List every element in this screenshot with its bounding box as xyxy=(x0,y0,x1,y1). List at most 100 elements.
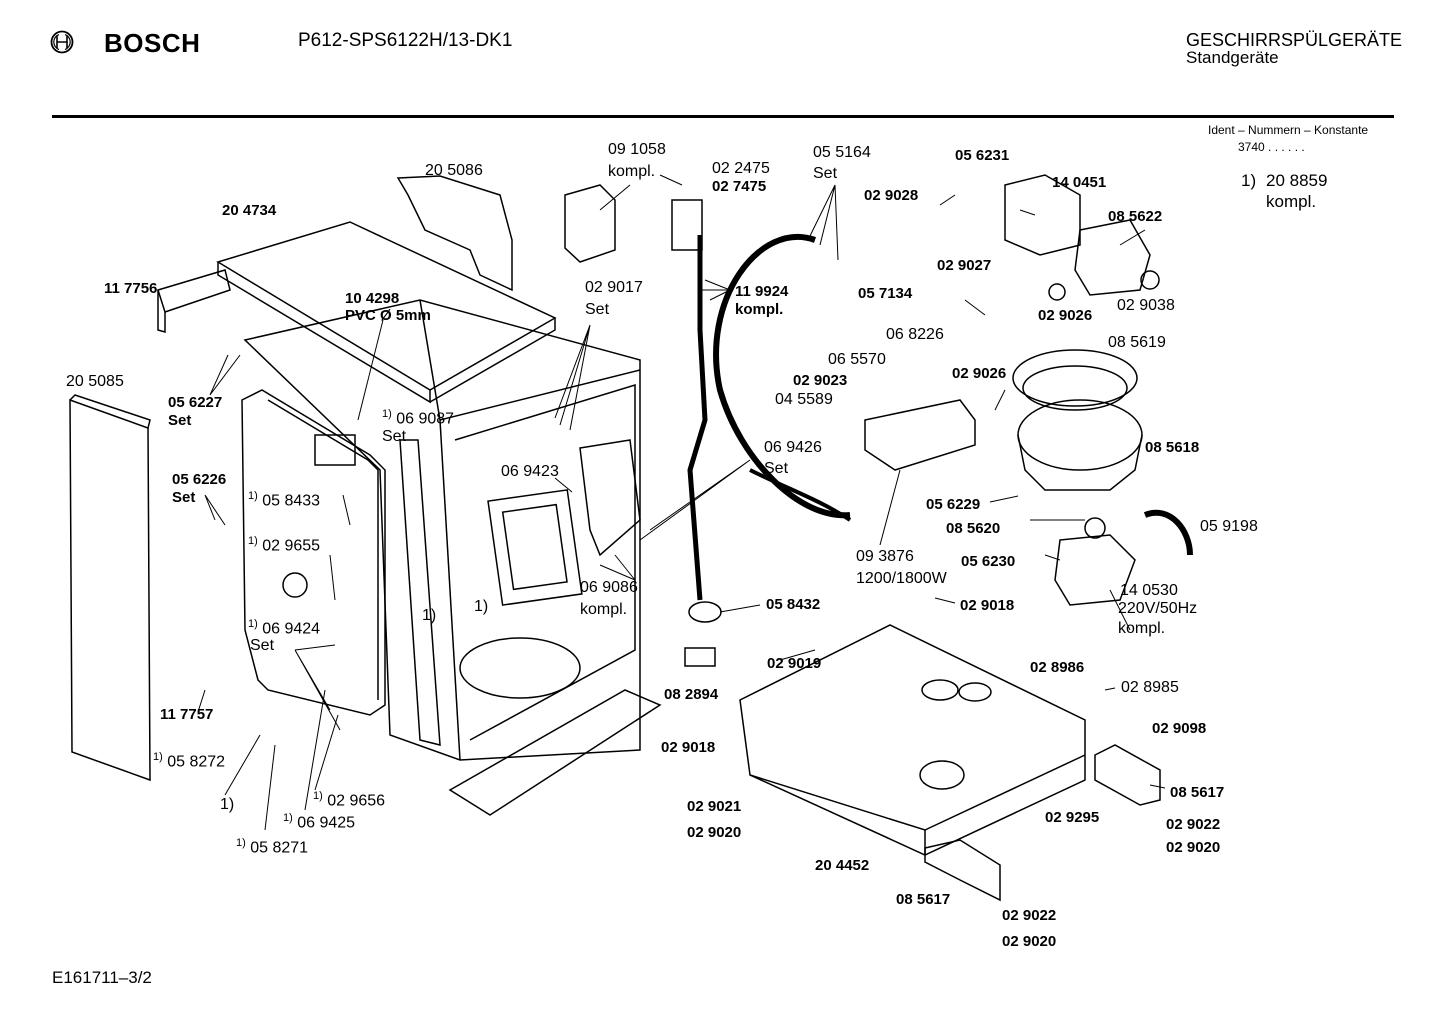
heater-element xyxy=(864,399,976,471)
label-055164: 05 5164 xyxy=(813,144,871,161)
hose-clamp xyxy=(1143,509,1193,556)
label-set-069424: Set xyxy=(250,637,275,654)
label-056230: 05 6230 xyxy=(961,553,1016,570)
label-056226: 05 6226 xyxy=(172,471,227,488)
label-058432: 05 8432 xyxy=(766,596,821,613)
label-029022b: 02 9022 xyxy=(1166,816,1221,833)
label-085618: 08 5618 xyxy=(1145,439,1200,456)
label-058271: 1) 05 8271 xyxy=(236,837,309,857)
circulation-pump xyxy=(1004,174,1081,256)
label-029026b: 02 9026 xyxy=(952,365,1007,382)
base-rail xyxy=(448,689,662,816)
label-kompl-069086: kompl. xyxy=(580,601,628,618)
label-117757: 11 7757 xyxy=(160,706,214,723)
side-panel-left xyxy=(69,398,151,782)
drawing-number: E161711–3/2 xyxy=(52,968,152,987)
label-082894: 08 2894 xyxy=(664,686,719,703)
label-065570: 06 5570 xyxy=(828,351,886,368)
tub-sump-opening xyxy=(459,637,581,699)
label-204734: 20 4734 xyxy=(222,202,277,219)
ident-label: Ident – Nummern – Konstante xyxy=(1208,123,1369,137)
label-027475: 02 7475 xyxy=(712,178,767,195)
label-029295: 02 9295 xyxy=(1045,809,1100,826)
label-028986: 02 8986 xyxy=(1030,659,1085,676)
label-085617a: 08 5617 xyxy=(896,891,951,908)
label-059198: 05 9198 xyxy=(1200,518,1258,535)
label-205086: 20 5086 xyxy=(425,162,483,179)
label-085619: 08 5619 xyxy=(1108,334,1166,351)
label-029028: 02 9028 xyxy=(864,187,919,204)
pressure-switch xyxy=(688,601,722,623)
label-028985: 02 8985 xyxy=(1121,679,1179,696)
label-068226: 06 8226 xyxy=(886,326,944,343)
inlet-valve xyxy=(671,199,703,251)
sump-filter-ring xyxy=(1012,349,1138,407)
label-091058: 09 1058 xyxy=(608,141,666,158)
bracket-117756 xyxy=(157,269,231,313)
label-029027: 02 9027 xyxy=(937,257,992,274)
label-056227: 05 6227 xyxy=(168,394,223,411)
filter-frame xyxy=(487,489,583,606)
label-058433: 1) 05 8433 xyxy=(248,490,321,510)
label-069425: 1) 06 9425 xyxy=(283,812,356,832)
foot-rail-front xyxy=(924,839,1001,902)
tub-body xyxy=(243,299,641,761)
footnote-part: 20 8859 xyxy=(1266,171,1328,190)
label-fn-1b: 1) xyxy=(474,598,489,615)
label-029655: 1) 02 9655 xyxy=(248,535,321,555)
detergent-box xyxy=(579,439,641,557)
header-rule xyxy=(52,115,1394,118)
label-104298: 10 4298 xyxy=(345,290,400,307)
label-069086: 06 9086 xyxy=(580,579,638,596)
appliance-subcategory: Standgeräte xyxy=(1186,48,1279,67)
label-205085: 20 5085 xyxy=(66,373,124,390)
label-fn-1a: 1) xyxy=(220,796,235,813)
model-number: P612-SPS6122H/13-DK1 xyxy=(298,30,513,51)
label-029020a: 02 9020 xyxy=(687,824,742,841)
drain-hose xyxy=(713,234,851,519)
label-069426: 06 9426 xyxy=(764,439,822,456)
wiring-loom xyxy=(687,235,708,601)
label-wattage: 1200/1800W xyxy=(856,570,947,587)
label-085617b: 08 5617 xyxy=(1170,784,1225,801)
label-029020c: 02 9020 xyxy=(1166,839,1221,856)
oring-029026 xyxy=(1048,283,1066,301)
label-029026a: 02 9026 xyxy=(1038,307,1093,324)
door-rinse-cap xyxy=(282,572,308,598)
label-058272: 1) 05 8272 xyxy=(153,751,226,771)
label-056231: 05 6231 xyxy=(955,147,1010,164)
door-inner-panel xyxy=(241,389,386,716)
footnote-note: kompl. xyxy=(1266,192,1317,211)
label-119924: 11 9924 xyxy=(735,283,789,300)
label-set-056227: Set xyxy=(168,412,192,429)
label-kompl-119924: kompl. xyxy=(735,301,784,318)
label-029021: 02 9021 xyxy=(687,798,742,815)
label-022475: 02 2475 xyxy=(712,160,770,177)
foot-rail-right xyxy=(1094,744,1161,806)
label-140451: 14 0451 xyxy=(1052,174,1107,191)
label-set-069087: Set xyxy=(382,428,407,445)
bosch-logo-icon xyxy=(50,30,74,54)
label-069087: 1) 06 9087 xyxy=(382,408,455,428)
label-029018b: 02 9018 xyxy=(960,597,1015,614)
label-029017: 02 9017 xyxy=(585,279,643,296)
label-117756: 11 7756 xyxy=(104,280,158,297)
label-029098: 02 9098 xyxy=(1152,720,1207,737)
label-pvc: PVC Ø 5mm xyxy=(345,307,431,324)
oring-029038 xyxy=(1140,270,1160,290)
label-029020b: 02 9020 xyxy=(1002,933,1057,950)
label-set-029017: Set xyxy=(585,301,610,318)
cable-holder xyxy=(684,647,716,667)
label-voltage: 220V/50Hz xyxy=(1118,600,1198,617)
label-set-069426: Set xyxy=(764,460,789,477)
label-057134: 05 7134 xyxy=(858,285,913,302)
label-set-056226: Set xyxy=(172,489,196,506)
label-029019: 02 9019 xyxy=(767,655,822,672)
drain-pump xyxy=(1074,219,1151,296)
label-056229: 05 6229 xyxy=(926,496,981,513)
base-boss xyxy=(919,760,965,790)
label-029023: 02 9023 xyxy=(793,372,848,389)
label-029022a: 02 9022 xyxy=(1002,907,1057,924)
